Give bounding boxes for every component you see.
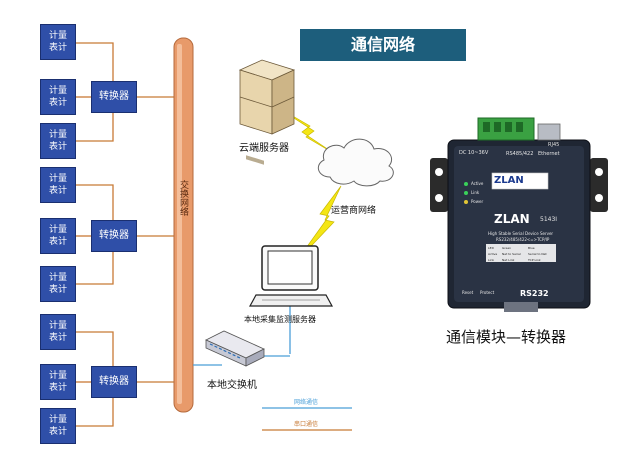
module-caption: 通信模块—转换器 [446, 328, 567, 346]
device-rj45-label: RJ45 [548, 142, 560, 148]
trunk-label: 交换网络 [178, 180, 188, 216]
device-protect-label: Protect [480, 290, 495, 295]
server-icon [238, 59, 296, 165]
device-led-power: Power [471, 199, 484, 204]
device-led-active: Active [471, 181, 484, 186]
network-links [193, 306, 291, 366]
converter-box: 转换器 [91, 220, 137, 252]
converter-device-image [430, 117, 608, 312]
converter-box: 转换器 [91, 366, 137, 398]
cloud-server-label: 云端服务器 [239, 143, 289, 154]
meter-box: 计量表计 [40, 123, 76, 159]
meter-box: 计量表计 [40, 79, 76, 115]
meter-box: 计量表计 [40, 167, 76, 203]
device-ethernet-label: Ethernet [538, 151, 560, 157]
serial-links-group-2 [76, 184, 175, 285]
meter-box: 计量表计 [40, 218, 76, 254]
device-power-label: DC 10~36V [459, 150, 489, 156]
meter-box: 计量表计 [40, 408, 76, 444]
switch-icon [205, 330, 265, 367]
computer-icon [248, 245, 334, 307]
legend-network-text: 网络通信 [294, 399, 319, 406]
page-title: 通信网络 [300, 29, 466, 61]
serial-links-group-1 [76, 42, 175, 142]
meter-box: 计量表计 [40, 314, 76, 350]
device-reset-label: Reset [462, 290, 474, 295]
device-spec-text: RS232/485/422<=>TCP/IP [496, 237, 550, 242]
trunk-tube [173, 37, 194, 413]
operator-network-label: 运营商网络 [331, 206, 377, 216]
device-brand-text: ZLAN [494, 212, 530, 226]
converter-box: 转换器 [91, 81, 137, 113]
device-model-text: 5143I [540, 216, 558, 223]
meter-box: 计量表计 [40, 266, 76, 302]
serial-links-group-3 [76, 331, 175, 427]
device-rs485-label: RS485/422 [506, 151, 534, 157]
local-server-label: 本地采集监测服务器 [244, 315, 316, 324]
meter-box: 计量表计 [40, 24, 76, 60]
device-brand-badge: ZLAN [494, 175, 524, 186]
cloud-icon [317, 138, 394, 187]
legend-serial-text: 串口通信 [294, 421, 319, 428]
device-led-link: Link [471, 190, 480, 195]
local-switch-label: 本地交换机 [207, 380, 257, 391]
meter-box: 计量表计 [40, 364, 76, 400]
device-port-label: RS232 [520, 289, 549, 298]
device-subtitle-text: High Stable Serial Device Server [488, 231, 554, 236]
